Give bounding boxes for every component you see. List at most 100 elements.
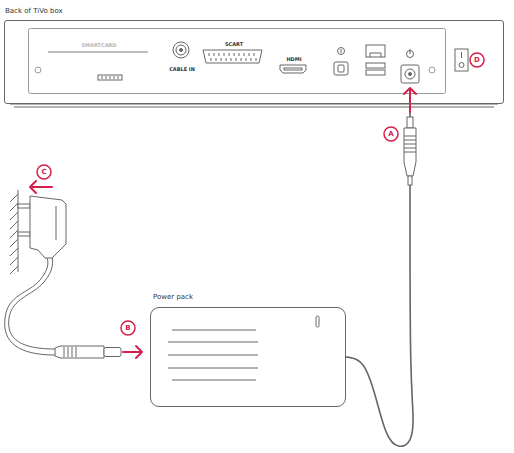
- box-foot: [14, 107, 494, 108]
- service-port-pins: [114, 76, 115, 79]
- callout-circles: [121, 321, 135, 335]
- dc-socket: [401, 65, 419, 83]
- red-arrows: [30, 88, 416, 358]
- callout-letter: A: [388, 131, 393, 138]
- plug-sleeve: [408, 176, 412, 185]
- port-label: SCART: [225, 42, 243, 47]
- wall: [10, 221, 18, 229]
- scart-pins: [209, 53, 210, 56]
- callout-circles: [37, 165, 51, 179]
- coax-socket: [180, 49, 183, 52]
- wall: [10, 266, 18, 274]
- hdmi-socket: [280, 65, 306, 73]
- plug-body: [30, 196, 66, 258]
- box-heading: Back of TiVo box: [5, 8, 63, 15]
- port-label: SMARTCARD: [81, 43, 116, 48]
- dc-socket: [405, 69, 415, 79]
- wall: [10, 239, 18, 247]
- box-heading: Power pack: [153, 294, 193, 301]
- dc-plug: [404, 136, 416, 137]
- usb-socket: [366, 63, 385, 68]
- scart-pins: [226, 58, 227, 61]
- callout-circles: [384, 127, 398, 141]
- tivo-back-panel: [10, 29, 498, 108]
- optical-symbol: [341, 49, 342, 53]
- scart-pins: [256, 58, 257, 61]
- power-switch: [455, 49, 468, 71]
- wall: [10, 230, 18, 238]
- arrow-a: [404, 88, 416, 112]
- ethernet-socket: [370, 53, 381, 57]
- hdmi-socket: [284, 68, 302, 70]
- power-symbol: [410, 49, 411, 54]
- power-switch: [459, 63, 464, 68]
- dc-plug: [404, 144, 416, 145]
- scart-pins: [214, 53, 215, 56]
- inner-panel: [29, 29, 446, 94]
- power-pack-slits: [168, 316, 319, 380]
- usb-socket: [366, 70, 385, 75]
- wall: [10, 248, 18, 256]
- connector-body: [55, 346, 104, 358]
- service-port-pins: [118, 76, 119, 79]
- power-pack-slits: [172, 330, 256, 331]
- iec-connector: [64, 347, 65, 357]
- dc-plug: [404, 140, 416, 141]
- wall: [10, 257, 18, 265]
- plug-pin: [18, 204, 30, 208]
- smartcard-slot: [48, 51, 148, 53]
- scart-pins: [239, 53, 240, 56]
- port-label: HDMI: [286, 57, 301, 62]
- scart-pins: [224, 53, 225, 56]
- scart-socket: [203, 50, 262, 63]
- scart-pins: [254, 53, 255, 56]
- connector-tip: [104, 348, 121, 357]
- screw: [35, 67, 41, 73]
- coax-socket: [173, 42, 189, 58]
- scart-pins: [234, 53, 235, 56]
- scart-pins: [231, 58, 232, 61]
- power-cable: [346, 104, 413, 446]
- scart-pins: [246, 58, 247, 61]
- callout-circles: [37, 53, 484, 335]
- dc-plug: [404, 148, 416, 149]
- plug-pin: [18, 232, 30, 236]
- optical-symbol: [338, 48, 345, 55]
- callout-letter: D: [474, 57, 480, 64]
- iec-connector: [55, 346, 121, 358]
- optical-socket: [338, 65, 344, 72]
- power-pack-slits: [168, 342, 258, 343]
- plug-tip: [407, 117, 413, 128]
- power-pack: Power pack: [150, 307, 346, 407]
- mains-cable: [5, 256, 55, 355]
- wall: [10, 194, 18, 274]
- power-pack-slits: [168, 368, 258, 369]
- coax-socket: [176, 45, 186, 55]
- scart-pins: [244, 53, 245, 56]
- plug-body: [56, 206, 57, 240]
- scart-pins: [241, 58, 242, 61]
- dc-socket: [409, 73, 412, 76]
- arrow-b: [123, 346, 142, 358]
- scart-pins: [219, 53, 220, 56]
- power-pack-slits: [168, 355, 258, 356]
- service-port-pins: [106, 76, 107, 79]
- wall-plug: [18, 196, 66, 258]
- scart-pins: [221, 58, 222, 61]
- wall: [10, 212, 18, 220]
- dc-plug: [404, 152, 416, 153]
- arrow-c: [30, 181, 52, 193]
- power-pack-slits: [172, 380, 256, 381]
- scart-pins: [209, 53, 256, 61]
- mains-cable: [9, 256, 55, 349]
- port-label: CABLE IN: [169, 67, 195, 72]
- scart-pins: [236, 58, 237, 61]
- mains-cable: [5, 256, 55, 355]
- iec-connector: [72, 347, 73, 357]
- scart-pins: [249, 53, 250, 56]
- iec-connector: [76, 347, 77, 357]
